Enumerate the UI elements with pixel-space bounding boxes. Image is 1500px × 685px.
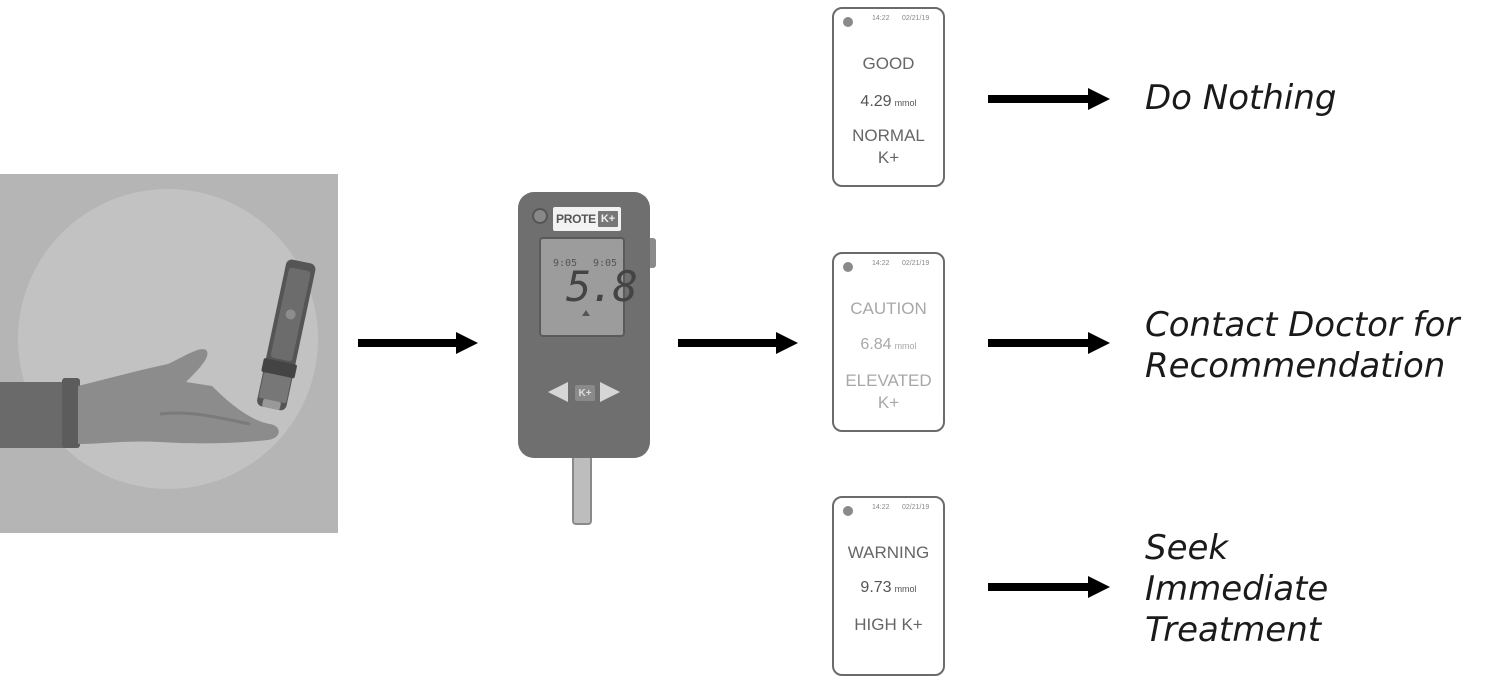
potassium-meter-device <box>518 192 656 525</box>
action-contact-doctor: Contact Doctor for Recommendation <box>1145 305 1460 386</box>
arrow-right-icon <box>678 332 798 354</box>
arrow-right-icon <box>988 576 1110 598</box>
meter-k-button: K+ <box>575 385 595 401</box>
level-label: NORMAL K+ <box>852 126 925 167</box>
level-label: ELEVATED K+ <box>845 371 932 412</box>
arrow-right-icon <box>358 332 478 354</box>
screen-date: 02/21/19 <box>902 260 930 267</box>
screen-date: 02/21/19 <box>902 504 930 511</box>
screen-time: 14:22 <box>872 15 890 22</box>
screen-time: 14:22 <box>872 504 890 511</box>
status-dot-icon <box>843 262 853 272</box>
status-dot-icon <box>843 506 853 516</box>
action-seek-treatment: Seek Immediate Treatment <box>1145 528 1329 650</box>
action-do-nothing: Do Nothing <box>1145 78 1337 118</box>
status-label: WARNING <box>847 543 930 562</box>
status-label: CAUTION <box>850 299 927 318</box>
level-label: HIGH K+ <box>854 615 923 634</box>
status-dot-icon <box>843 17 853 27</box>
finger-prick-illustration <box>0 174 338 533</box>
meter-lcd-reading: 5.8 <box>566 262 638 311</box>
arrow-right-icon <box>988 332 1110 354</box>
arrow-right-icon <box>988 88 1110 110</box>
meter-lcd-time-right: 9:05 <box>593 258 618 269</box>
screen-time: 14:22 <box>872 260 890 267</box>
meter-lcd-time-left: 9:05 <box>553 258 578 269</box>
meter-brand-label: PROTE K+ <box>553 207 621 231</box>
meter-brand-k: K+ <box>597 211 619 227</box>
status-label: GOOD <box>862 54 915 73</box>
screen-date: 02/21/19 <box>902 15 930 22</box>
